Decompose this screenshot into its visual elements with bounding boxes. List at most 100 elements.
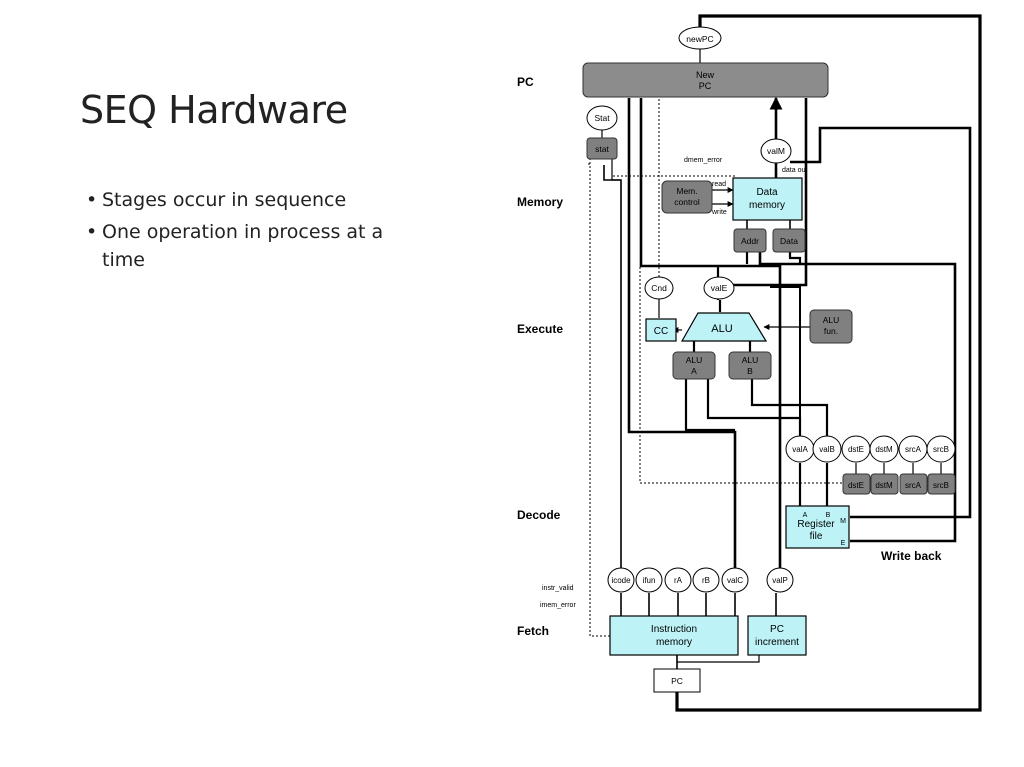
cc-unit-label: CC (654, 326, 668, 337)
reg-dste (842, 473, 871, 495)
mem-control-unit (661, 180, 713, 214)
reg-dstm (870, 473, 899, 495)
signal-stat (586, 105, 618, 131)
reg-srca (899, 473, 928, 495)
signal-ifun-label: ifun (643, 576, 656, 585)
data-memory-label-2: memory (749, 200, 785, 211)
pc-register (653, 668, 701, 693)
stage-label-memory: Memory (517, 195, 563, 209)
signal-srca-label: srcA (905, 445, 922, 454)
pc-increment-unit (747, 615, 807, 656)
signal-ifun (635, 567, 663, 593)
instruction-memory-label-1: Instruction (651, 624, 697, 635)
reg-dste-label: dstE (848, 481, 864, 490)
signal-srcb (926, 435, 956, 463)
reg-srcb-label: srcB (933, 481, 949, 490)
alu-b-label-1: ALU (742, 355, 759, 365)
stage-label-decode: Decode (517, 508, 561, 522)
port-e-label: E (841, 540, 846, 547)
vale-writeback-wire (758, 252, 957, 543)
alu-a-unit (672, 351, 716, 380)
signal-valb-label: valB (819, 445, 835, 454)
signal-vala-label: valA (792, 445, 808, 454)
bullet-item: Stages occur in sequence (86, 186, 426, 214)
dmem-error-wire (611, 160, 735, 177)
cc-unit (645, 318, 677, 342)
data-register-label: Data (780, 236, 798, 246)
write-back-label: Write back (881, 549, 942, 563)
alu-fun-unit (809, 309, 853, 344)
pc-increment-label-2: increment (755, 637, 799, 648)
signal-srcb-label: srcB (933, 445, 949, 454)
reg-srca-label: srcA (905, 481, 922, 490)
addr-register-label: Addr (741, 236, 759, 246)
signal-valm-label: valM (767, 146, 785, 156)
signal-rb-label: rB (702, 576, 710, 585)
imem-error-label: imem_error (540, 602, 576, 609)
slide-title: SEQ Hardware (80, 88, 348, 132)
stage-label-execute: Execute (517, 322, 563, 336)
port-m-label: M (840, 518, 846, 525)
alu-a-label-1: ALU (686, 355, 703, 365)
signal-stat-label: Stat (594, 113, 610, 123)
data-out-label: data out (782, 167, 807, 174)
stat-register-label: stat (595, 144, 609, 154)
signal-icode (607, 567, 635, 593)
addr-register (733, 228, 767, 253)
write-label: write (711, 209, 727, 216)
read-label: read (712, 181, 726, 188)
new-pc-unit (582, 62, 829, 98)
signal-vale (703, 276, 735, 300)
alu-unit-label: ALU (711, 323, 732, 335)
signal-dstm (869, 435, 899, 463)
alu-unit (680, 312, 768, 342)
signal-newpc-label: newPC (686, 34, 713, 44)
dst-src-control-wire (639, 265, 842, 484)
imem-error-wire (589, 155, 610, 637)
new-pc-label-1: New (696, 70, 715, 80)
signal-valp (766, 567, 794, 593)
alu-fun-label-2: fun. (824, 326, 838, 336)
signal-valb (812, 435, 842, 463)
port-b-label: B (826, 512, 831, 519)
signal-icode-label: icode (611, 576, 631, 585)
stage-label-pc: PC (517, 75, 534, 89)
signal-dstm-label: dstM (875, 445, 893, 454)
decode-registers: dstE dstM srcA srcB (842, 473, 956, 495)
alu-a-label-2: A (691, 366, 697, 376)
mem-control-label-1: Mem. (676, 186, 697, 196)
stage-labels: PC Memory Execute Decode Fetch (517, 75, 563, 638)
vala-data-wire (770, 286, 801, 455)
stage-label-fetch: Fetch (517, 624, 549, 638)
data-memory-label-1: Data (756, 187, 778, 198)
instruction-memory-label-2: memory (656, 637, 692, 648)
pc-register-label: PC (671, 676, 683, 686)
signal-valc (721, 567, 749, 593)
newpc-feedback-wire (675, 14, 982, 712)
signal-valc-label: valC (727, 576, 743, 585)
valm-writeback-wire (790, 126, 972, 519)
signal-cnd-label: Cnd (651, 283, 667, 293)
reg-srcb (927, 473, 956, 495)
data-register (772, 228, 806, 253)
bullet-list: Stages occur in sequence One operation i… (86, 186, 426, 278)
reg-dstm-label: dstM (875, 481, 893, 490)
register-file-label-1: Register (797, 519, 835, 530)
instruction-memory-unit (609, 615, 739, 656)
dmem-error-label: dmem_error (684, 157, 723, 164)
register-file-label-2: file (810, 531, 823, 542)
fetch-output-signals: icode ifun rA rB valC valP (607, 567, 794, 593)
register-file-unit (785, 505, 850, 549)
signal-dste-label: dstE (848, 445, 864, 454)
decode-output-signals: valA valB dstE dstM srcA srcB (785, 435, 956, 463)
signal-ra (664, 567, 692, 593)
mem-control-label-2: control (674, 197, 700, 207)
valc-bus (627, 98, 737, 568)
signal-valm (760, 138, 792, 164)
instr-valid-label: instr_valid (542, 585, 574, 592)
signal-vale-label: valE (711, 283, 728, 293)
signal-valp-label: valP (772, 576, 788, 585)
bullet-item: One operation in process at a time (86, 218, 426, 274)
new-pc-label-2: PC (699, 81, 712, 91)
